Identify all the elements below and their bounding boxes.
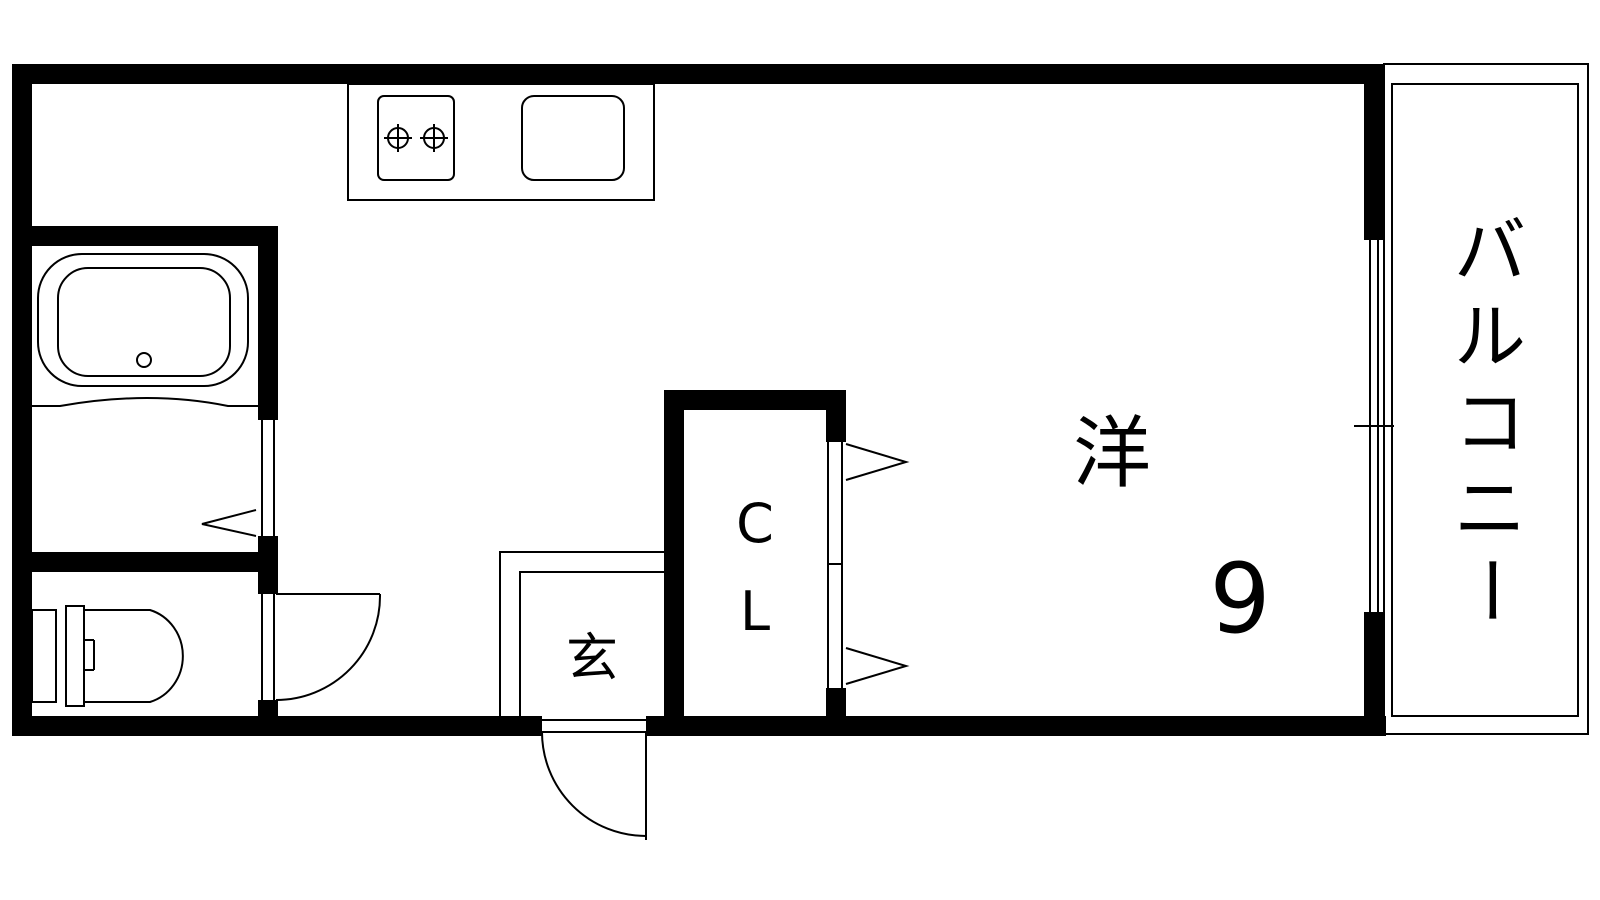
bathtub-icon: [32, 253, 258, 407]
bath-door-frame: [201, 420, 275, 537]
sink-icon: [521, 95, 625, 181]
closet-walls: [664, 390, 846, 734]
entrance-label: 玄: [566, 629, 618, 689]
bathroom-walls: [12, 226, 278, 734]
balcony-label-char-2: ル: [1454, 295, 1526, 379]
balcony-label-char-4: ニ: [1454, 467, 1526, 551]
room-label: 洋: [1073, 409, 1151, 499]
entrance-door: [541, 719, 647, 840]
balcony: [1383, 63, 1589, 735]
balcony-sliding-window: [1354, 240, 1394, 612]
kitchen-counter: [347, 83, 655, 201]
balcony-label-char-5: ー: [1448, 554, 1532, 626]
closet-label-bottom: L: [740, 580, 770, 643]
closet-label-top: C: [736, 492, 774, 555]
toilet-door: [261, 593, 382, 701]
toilet-icon: [31, 605, 184, 707]
entrance: [499, 551, 664, 716]
gas-burner-icon: [377, 95, 455, 181]
balcony-label-char-1: バ: [1454, 209, 1526, 293]
room-size-label: 9: [1209, 543, 1270, 655]
balcony-label-char-3: コ: [1454, 381, 1526, 465]
closet-doors: [827, 442, 910, 688]
